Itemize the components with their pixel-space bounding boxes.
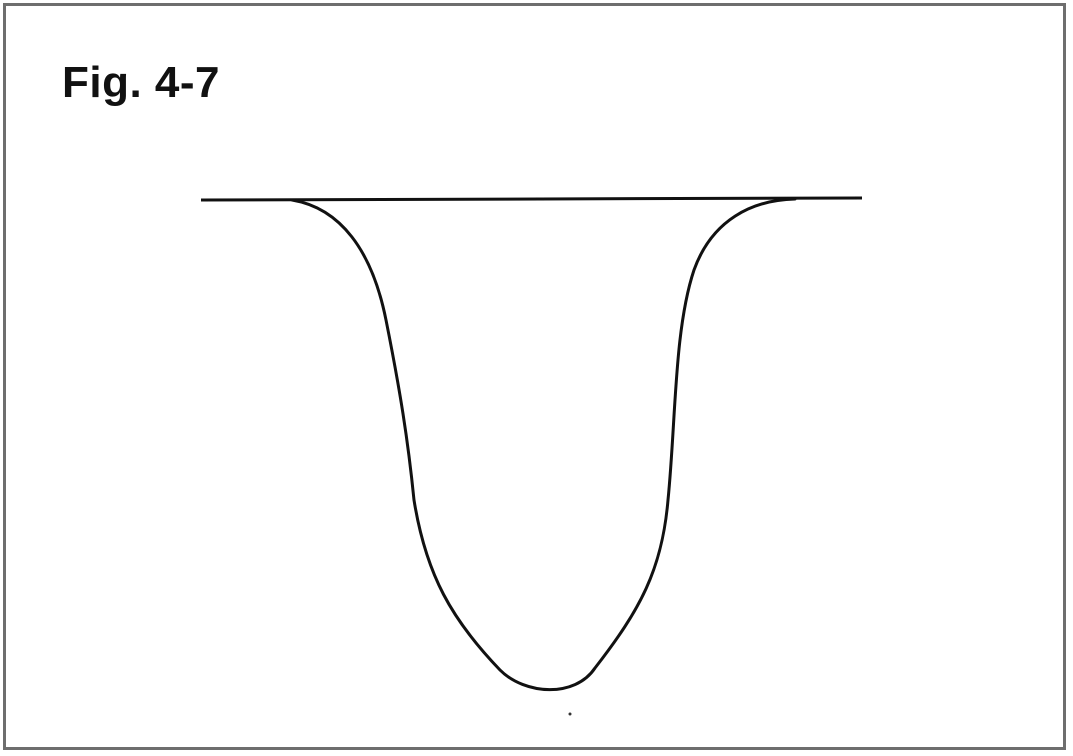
figure-frame xyxy=(3,3,1066,750)
u-curve xyxy=(290,197,797,692)
speck-mark xyxy=(568,712,572,716)
surface-line xyxy=(200,196,863,202)
figure-label: Fig. 4-7 xyxy=(62,58,221,107)
